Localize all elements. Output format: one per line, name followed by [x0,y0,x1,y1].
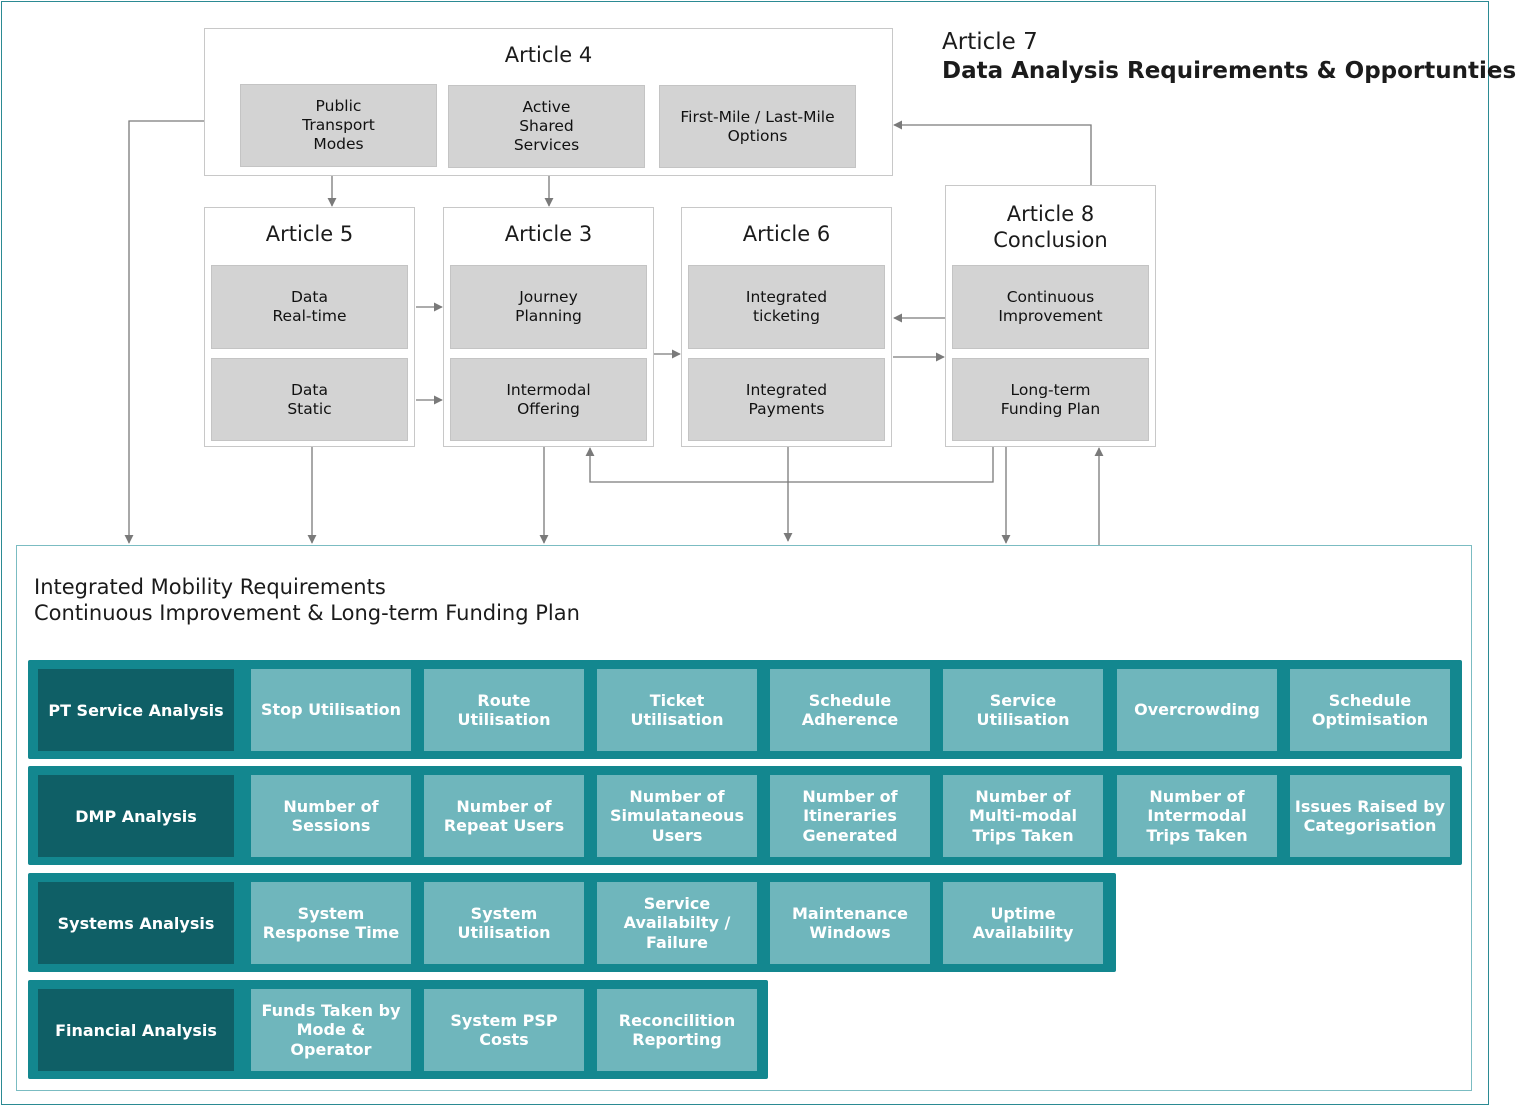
uptime-availability-tile: Uptime Availability [943,882,1103,964]
financial-analysis-label: Financial Analysis [38,989,234,1071]
number-of-simultaneous-users-tile: Number of Simulataneous Users [597,775,757,857]
number-of-repeat-users-tile: Number of Repeat Users [424,775,584,857]
service-utilisation-tile: Service Utilisation [943,669,1103,751]
integrated-ticketing-box: Integrated ticketing [688,265,885,349]
requirements-title: Integrated Mobility Requirements Continu… [34,575,580,625]
public-transport-modes-box: Public Transport Modes [240,84,437,167]
active-shared-services-box: Active Shared Services [448,85,645,168]
schedule-optimisation-tile: Schedule Optimisation [1290,669,1450,751]
number-of-sessions-tile: Number of Sessions [251,775,411,857]
data-static-box: Data Static [211,358,408,441]
journey-planning-box: Journey Planning [450,265,647,349]
dmp-analysis-label: DMP Analysis [38,775,234,857]
first-last-mile-box: First-Mile / Last-Mile Options [659,85,856,168]
issues-raised-tile: Issues Raised by Categorisation [1290,775,1450,857]
system-response-time-tile: System Response Time [251,882,411,964]
arrow-a8-to-a4 [893,120,1092,185]
ticket-utilisation-tile: Ticket Utilisation [597,669,757,751]
intermodal-offering-box: Intermodal Offering [450,358,647,441]
article-7-title: Article 7 [942,29,1038,55]
long-term-funding-plan-box: Long-term Funding Plan [952,358,1149,441]
continuous-improvement-box: Continuous Improvement [952,265,1149,349]
number-of-intermodal-trips-tile: Number of Intermodal Trips Taken [1117,775,1277,857]
system-utilisation-tile: System Utilisation [424,882,584,964]
article-5-title: Article 5 [265,222,354,246]
maintenance-windows-tile: Maintenance Windows [770,882,930,964]
funds-taken-tile: Funds Taken by Mode & Operator [251,989,411,1071]
article-7-subtitle: Data Analysis Requirements & Opportuntie… [942,58,1517,84]
integrated-payments-box: Integrated Payments [688,358,885,441]
route-utilisation-tile: Route Utilisation [424,669,584,751]
article-6-title: Article 6 [742,222,831,246]
arrow-a4-left-to-requirements [124,120,204,544]
overcrowding-tile: Overcrowding [1117,669,1277,751]
number-of-multimodal-trips-tile: Number of Multi-modal Trips Taken [943,775,1103,857]
data-real-time-box: Data Real-time [211,265,408,349]
reconciliation-reporting-tile: Reconcilition Reporting [597,989,757,1071]
article-3-title: Article 3 [504,222,593,246]
article-4-title: Article 4 [504,43,593,67]
system-psp-costs-tile: System PSP Costs [424,989,584,1071]
number-of-itineraries-tile: Number of Itineraries Generated [770,775,930,857]
article-8-title: Article 8 Conclusion [993,202,1108,252]
article-7-heading: Article 7 Data Analysis Requirements & O… [942,28,1516,86]
schedule-adherence-tile: Schedule Adherence [770,669,930,751]
pt-service-analysis-label: PT Service Analysis [38,669,234,751]
arrow-a8-to-a3 [585,447,994,483]
service-availability-tile: Service Availabilty / Failure [597,882,757,964]
outer-frame [1,1,1489,1105]
systems-analysis-label: Systems Analysis [38,882,234,964]
stop-utilisation-tile: Stop Utilisation [251,669,411,751]
